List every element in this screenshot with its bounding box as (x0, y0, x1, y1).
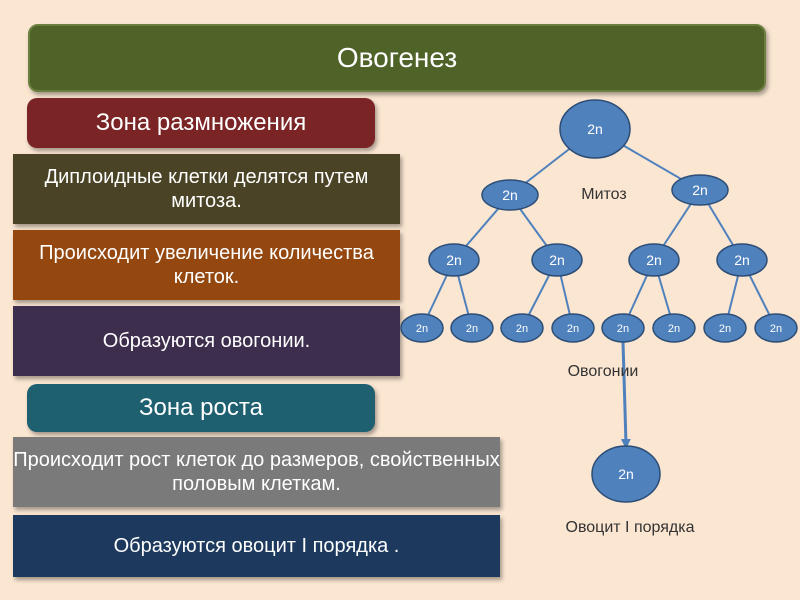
cell-node: 2n (703, 313, 747, 343)
cell-node: 2n (531, 243, 583, 277)
reproduction-description-3: Образуются овогонии. (13, 306, 400, 376)
cell-ploidy-label: 2n (617, 323, 629, 335)
cell-ploidy-label: 2n (416, 323, 428, 335)
cell-ploidy-label: 2n (692, 182, 708, 198)
growth-description-1: Происходит рост клеток до размеров, свой… (13, 437, 500, 507)
cell-ploidy-label: 2n (502, 187, 518, 203)
cell-ellipse (754, 313, 798, 343)
cell-node: 2n (481, 179, 539, 211)
cell-ploidy-label: 2n (516, 323, 528, 335)
cell-ellipse (551, 313, 595, 343)
cell-node: 2n (400, 313, 444, 343)
cell-ellipse (671, 174, 729, 206)
page-title: Овогенез (28, 24, 766, 92)
cell-ploidy-label: 2n (587, 121, 603, 137)
growth-arrow (620, 341, 631, 449)
cell-ellipse (500, 313, 544, 343)
cell-node: 2n (628, 243, 680, 277)
reproduction-description-2: Происходит увеличение количества клеток. (13, 230, 400, 300)
cell-ellipse (400, 313, 444, 343)
cell-ellipse (716, 243, 768, 277)
cell-node: 2n (716, 243, 768, 277)
cell-ellipse (450, 313, 494, 343)
cell-ploidy-label: 2n (770, 323, 782, 335)
cell-ploidy-label: 2n (719, 323, 731, 335)
cell-node: 2n (551, 313, 595, 343)
oocyte-label: Овоцит I порядка (566, 519, 695, 536)
reproduction-description-1: Диплоидные клетки делятся путем митоза. (13, 154, 400, 224)
cell-node: 2n (428, 243, 480, 277)
cell-node: 2n (754, 313, 798, 343)
cell-node: 2n (652, 313, 696, 343)
cell-ellipse (559, 99, 631, 159)
cell-ploidy-label: 2n (618, 466, 634, 482)
cell-ploidy-label: 2n (646, 252, 662, 268)
cell-ellipse (531, 243, 583, 277)
cell-ploidy-label: 2n (668, 323, 680, 335)
cell-ploidy-label: 2n (446, 252, 462, 268)
cell-ellipse (591, 445, 661, 503)
cell-node: 2n (671, 174, 729, 206)
cell-ellipse (481, 179, 539, 211)
cell-node: 2n (450, 313, 494, 343)
cell-ellipse (628, 243, 680, 277)
cell-node: 2n (559, 99, 631, 159)
cell-ploidy-label: 2n (567, 323, 579, 335)
cell-ellipse (428, 243, 480, 277)
cell-ellipse (703, 313, 747, 343)
cell-ploidy-label: 2n (549, 252, 565, 268)
cell-ellipse (652, 313, 696, 343)
growth-description-2: Образуются овоцит I порядка . (13, 515, 500, 577)
cell-ellipse (601, 313, 645, 343)
zone-reproduction-heading: Зона размножения (27, 98, 375, 148)
zone-growth-heading: Зона роста (27, 384, 375, 432)
cell-node: 2n (601, 313, 645, 343)
cell-ploidy-label: 2n (466, 323, 478, 335)
cell-ploidy-label: 2n (734, 252, 750, 268)
oogonia-label: Овогонии (568, 363, 639, 380)
mitosis-label: Митоз (581, 186, 626, 203)
cell-node: 2n (500, 313, 544, 343)
oocyte-cell-node: 2n (591, 445, 661, 503)
